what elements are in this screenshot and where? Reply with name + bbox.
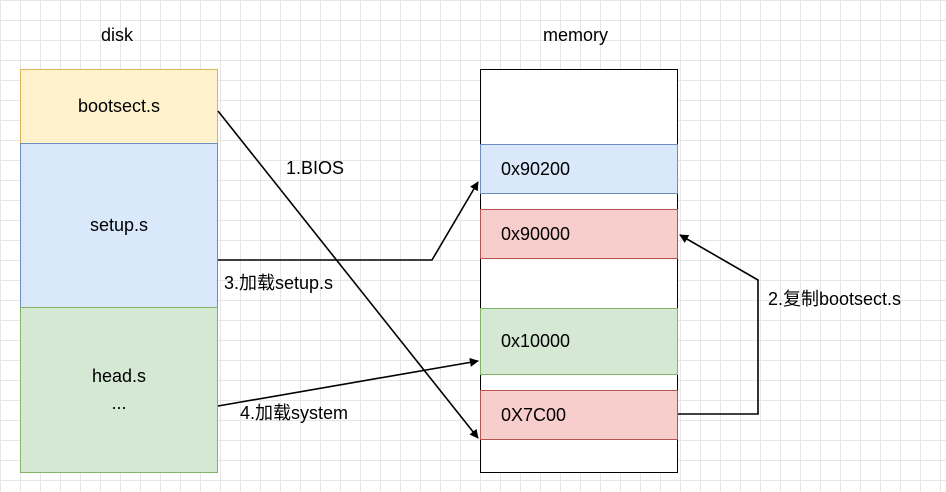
copy-bootsect-arrow xyxy=(678,234,759,415)
load-system-arrow xyxy=(217,357,479,407)
memory-0x10000-segment: 0x10000 xyxy=(480,308,678,375)
disk-bootsect-block: bootsect.s xyxy=(20,69,218,144)
disk-header: disk xyxy=(101,25,134,45)
memory-header: memory xyxy=(543,25,609,45)
disk-bootsect-label: bootsect.s xyxy=(77,96,161,116)
load-setup-label: 3.加载setup.s xyxy=(224,273,334,293)
memory-0x7c00-segment: 0X7C00 xyxy=(480,390,678,440)
memory-0x7c00-label: 0X7C00 xyxy=(501,404,567,425)
bios-arrow xyxy=(217,110,479,439)
disk-head-label: head.s xyxy=(91,366,147,386)
memory-0x90000-label: 0x90000 xyxy=(501,223,571,244)
memory-0x90000-segment: 0x90000 xyxy=(480,209,678,259)
memory-0x10000-label: 0x10000 xyxy=(501,331,571,351)
memory-0x90200-segment: 0x90200 xyxy=(480,144,678,194)
load-setup-arrow xyxy=(218,181,479,261)
copy-bootsect-label: 2.复制bootsect.s xyxy=(768,289,902,309)
memory-0x90200-label: 0x90200 xyxy=(501,158,571,179)
load-system-label: 4.加载system xyxy=(240,403,349,423)
disk-head-ellipsis: ... xyxy=(111,393,127,413)
bios-label: 1.BIOS xyxy=(286,158,345,178)
disk-setup-label: setup.s xyxy=(89,215,149,235)
disk-head-block: head.s ... xyxy=(20,307,218,473)
disk-setup-block: setup.s xyxy=(20,143,218,308)
